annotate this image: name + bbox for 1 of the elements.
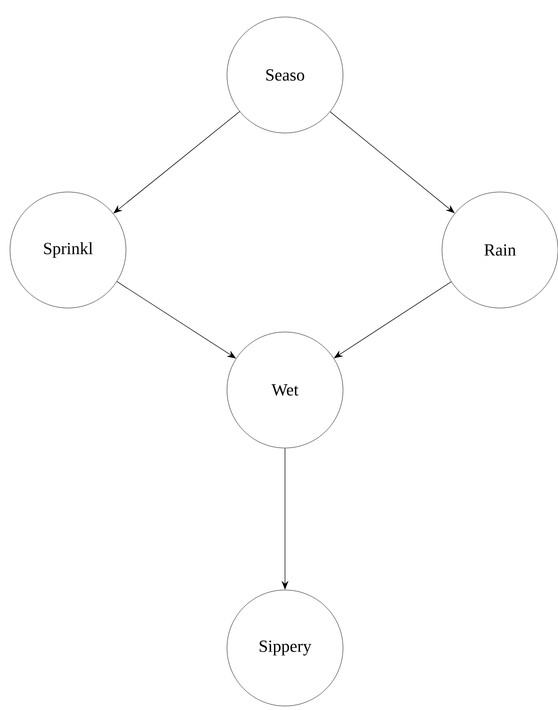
arrow bbox=[330, 111, 455, 214]
